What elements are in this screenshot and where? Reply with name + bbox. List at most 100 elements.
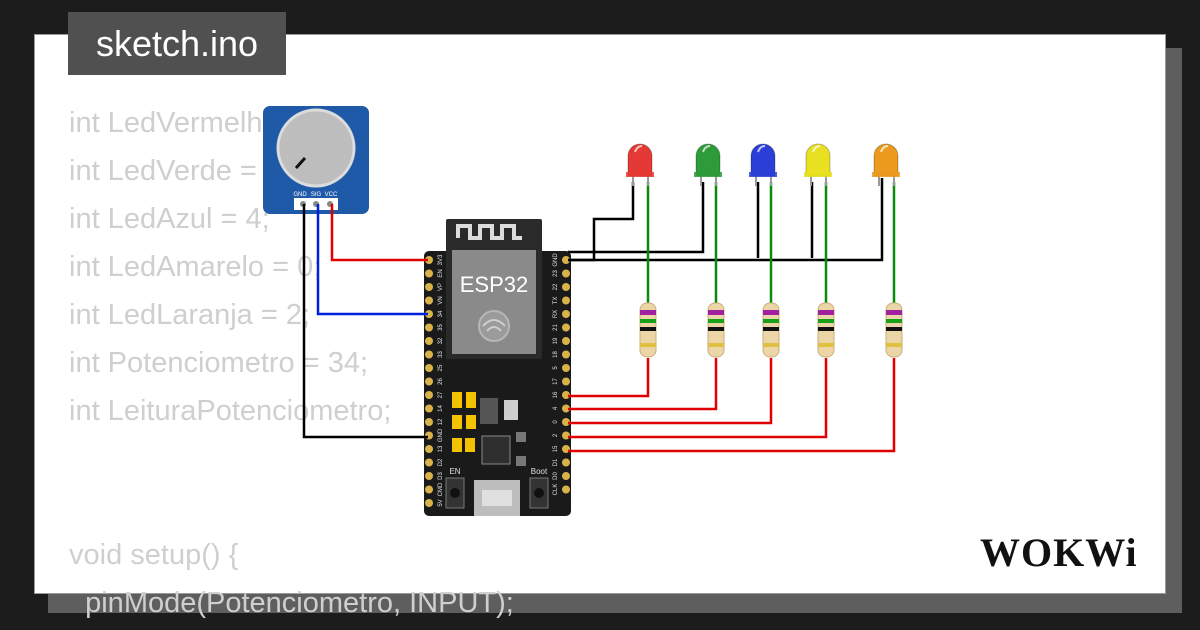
led-blue[interactable] bbox=[749, 143, 777, 186]
wokwi-logo[interactable]: WOKWi bbox=[976, 528, 1152, 576]
wire-pin16 bbox=[568, 358, 718, 411]
pin-gnd[interactable] bbox=[562, 256, 570, 264]
pin-cmd[interactable] bbox=[425, 485, 433, 494]
pin-5[interactable] bbox=[562, 364, 570, 372]
esp32-board[interactable]: ESP32 EN Boot 3V3ENVPVN34353233252627141… bbox=[424, 219, 571, 516]
resistor[interactable] bbox=[707, 302, 725, 358]
pin-d3[interactable] bbox=[425, 472, 433, 480]
pin-label: 14 bbox=[438, 405, 444, 412]
board-label: ESP32 bbox=[460, 272, 529, 297]
pin-35[interactable] bbox=[425, 323, 433, 332]
pin-label: GND bbox=[553, 253, 559, 267]
wire-sig bbox=[316, 204, 428, 316]
pin-17[interactable] bbox=[562, 377, 570, 386]
resistor[interactable] bbox=[885, 302, 903, 358]
pin-19[interactable] bbox=[562, 337, 570, 345]
pin-label: D0 bbox=[553, 472, 559, 480]
pin-32[interactable] bbox=[425, 337, 433, 345]
pin-d0[interactable] bbox=[562, 472, 570, 480]
wire-pin17 bbox=[568, 358, 650, 398]
pin-label: 16 bbox=[553, 391, 559, 398]
pin-label: 18 bbox=[553, 351, 559, 358]
preview-card: int LedVermelho = 17;int LedVerde = 16;i… bbox=[34, 34, 1166, 619]
file-tab[interactable]: sketch.ino bbox=[68, 12, 286, 75]
pin-label: D1 bbox=[553, 458, 559, 466]
pin-en[interactable] bbox=[425, 269, 433, 278]
pin-33[interactable] bbox=[425, 350, 433, 359]
pin-label: 13 bbox=[438, 445, 444, 452]
pin-label: 5 bbox=[553, 366, 559, 370]
wires bbox=[302, 178, 896, 453]
pin-label: D2 bbox=[438, 458, 444, 466]
pin-label: 3V3 bbox=[438, 254, 444, 265]
led-green[interactable] bbox=[694, 143, 722, 186]
pin-label: 12 bbox=[438, 418, 444, 425]
pin-2[interactable] bbox=[562, 431, 570, 440]
pin-rx[interactable] bbox=[562, 310, 570, 318]
pin-label: 5V bbox=[438, 499, 444, 506]
pin-27[interactable] bbox=[425, 391, 433, 399]
potentiometer-knob-indicator bbox=[294, 156, 307, 170]
pin-12[interactable] bbox=[425, 418, 433, 426]
pin-vp[interactable] bbox=[425, 283, 433, 291]
pin-18[interactable] bbox=[562, 350, 570, 359]
pin-label: 25 bbox=[438, 364, 444, 371]
potentiometer[interactable]: GND SIG VCC bbox=[263, 106, 369, 214]
led-yellow[interactable] bbox=[804, 143, 832, 186]
pin-14[interactable] bbox=[425, 404, 433, 413]
boot-button-label: Boot bbox=[531, 467, 548, 476]
pin-21[interactable] bbox=[562, 323, 570, 332]
pin-label: 23 bbox=[553, 270, 559, 277]
pin-gnd[interactable] bbox=[425, 431, 433, 440]
pin-clk[interactable] bbox=[562, 485, 570, 494]
resistors bbox=[639, 302, 903, 358]
pin-label: 0 bbox=[553, 420, 559, 424]
code-line: int LedAzul = 4; bbox=[69, 203, 270, 235]
pin-label: 35 bbox=[438, 324, 444, 331]
pin-label: 4 bbox=[553, 406, 559, 410]
pin-d2[interactable] bbox=[425, 458, 433, 467]
pin-vn[interactable] bbox=[425, 296, 433, 305]
pin-d1[interactable] bbox=[562, 458, 570, 467]
pin-5v[interactable] bbox=[425, 499, 433, 507]
code-line: int LedAmarelo = 0; bbox=[69, 251, 322, 283]
pin-25[interactable] bbox=[425, 364, 433, 372]
pot-pin-vcc-label: VCC bbox=[325, 192, 338, 198]
pin-label: VP bbox=[438, 283, 444, 291]
pin-label: 33 bbox=[438, 351, 444, 358]
pot-pin-gnd-label: GND bbox=[293, 192, 307, 198]
en-button-label: EN bbox=[449, 467, 460, 476]
resistor[interactable] bbox=[762, 302, 780, 358]
pot-pin-sig-label: SIG bbox=[311, 192, 322, 198]
wire-pin4 bbox=[568, 358, 773, 425]
pin-34[interactable] bbox=[425, 310, 433, 318]
pin-label: 34 bbox=[438, 310, 444, 317]
pin-13[interactable] bbox=[425, 445, 433, 453]
pin-tx[interactable] bbox=[562, 296, 570, 305]
pin-label: 32 bbox=[438, 337, 444, 344]
pin-22[interactable] bbox=[562, 283, 570, 291]
code-line: int LedLaranja = 2; bbox=[69, 299, 311, 331]
pin-label: D3 bbox=[438, 472, 444, 480]
pin-label: 17 bbox=[553, 378, 559, 385]
led-orange[interactable] bbox=[872, 143, 900, 186]
pin-label: 22 bbox=[553, 283, 559, 290]
wire-gnd-red bbox=[568, 182, 635, 262]
resistor[interactable] bbox=[639, 302, 657, 358]
code-line: int LeituraPotenciometro; bbox=[69, 395, 392, 427]
wire-vcc bbox=[330, 204, 428, 262]
pin-23[interactable] bbox=[562, 269, 570, 278]
pin-26[interactable] bbox=[425, 377, 433, 386]
file-tab-label: sketch.ino bbox=[95, 22, 259, 64]
resistor[interactable] bbox=[817, 302, 835, 358]
wire-pin2 bbox=[568, 358, 896, 453]
pin-label: VN bbox=[438, 296, 444, 304]
pin-label: 21 bbox=[553, 324, 559, 331]
pin-4[interactable] bbox=[562, 404, 570, 413]
pin-3v3[interactable] bbox=[425, 256, 433, 264]
pin-label: CMD bbox=[438, 482, 444, 496]
led-red[interactable] bbox=[626, 143, 654, 186]
code-editor: int LedVermelho = 17;int LedVerde = 16;i… bbox=[69, 99, 514, 627]
